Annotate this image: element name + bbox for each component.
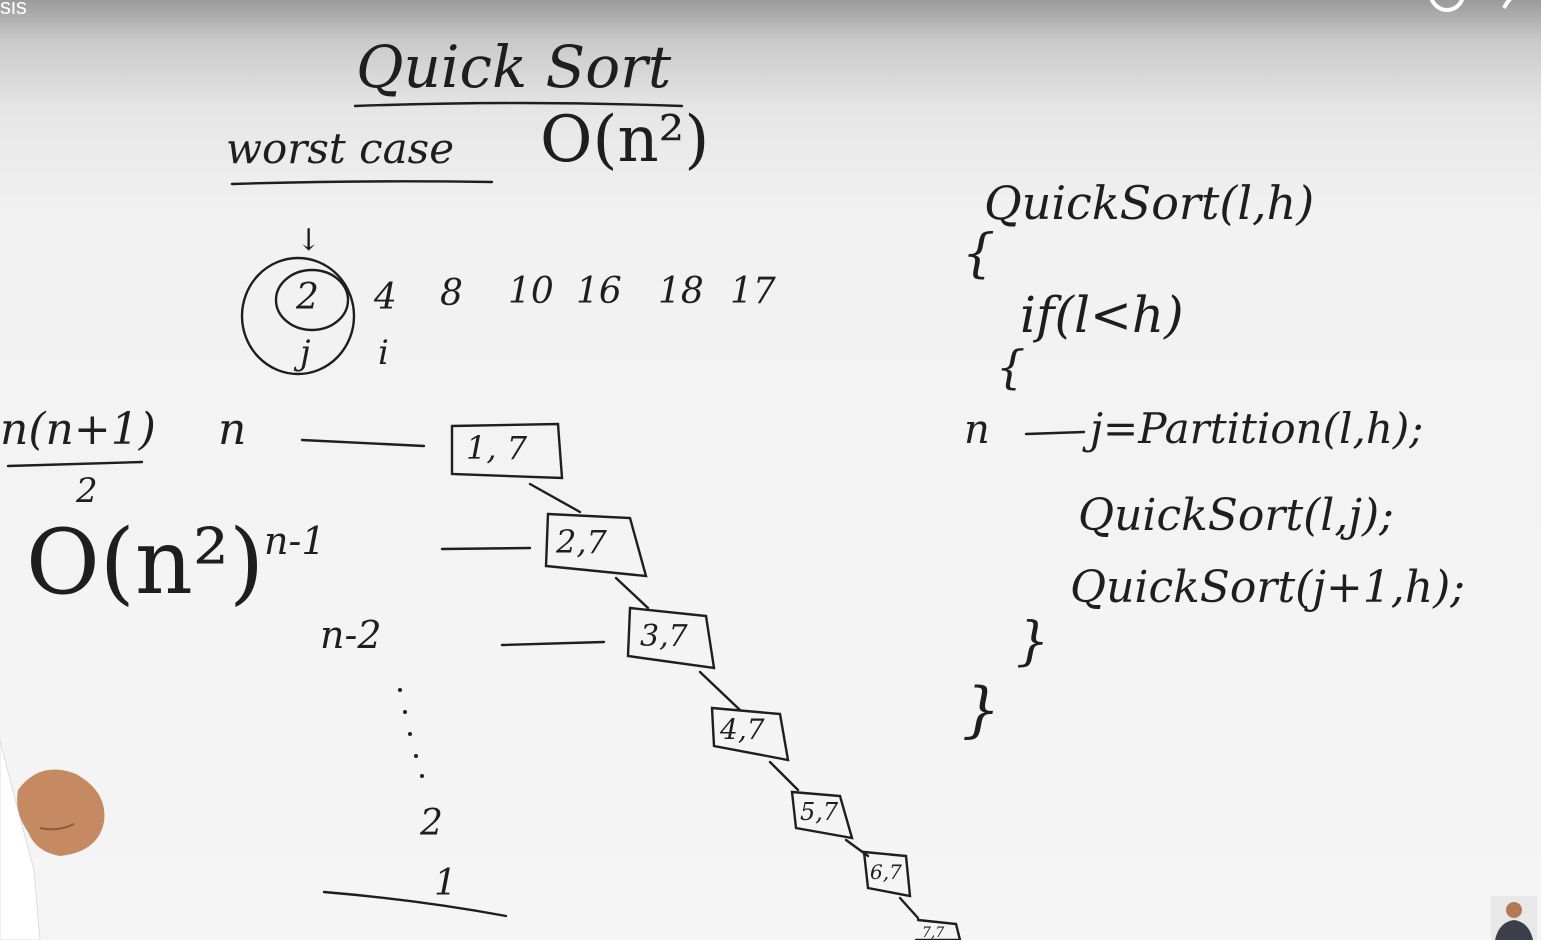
share-icon[interactable] — [1500, 0, 1534, 14]
level-label: n-1 — [264, 519, 326, 563]
box-5-frame — [790, 790, 854, 840]
pivot-arrow: ↓ — [296, 223, 322, 258]
code-outer-close: } — [962, 675, 1001, 745]
level-label: 2 — [420, 803, 443, 844]
code-partition: j=Partition(l,h); — [1090, 404, 1424, 453]
board-title: Quick Sort — [356, 33, 672, 101]
array-value: 4 — [374, 277, 397, 318]
box-1-frame — [450, 422, 564, 480]
recursion-box-label: 4,7 — [720, 713, 765, 746]
box-7-frame — [914, 918, 962, 940]
subtitle-underline — [230, 180, 494, 186]
level-line-n-2 — [500, 640, 606, 647]
pivot-outer-circle — [240, 256, 356, 376]
worst-case-label: worst case — [226, 124, 455, 173]
bottom-underline — [322, 890, 508, 918]
presenter-hand — [0, 740, 105, 940]
code-cost-label: n — [964, 407, 990, 453]
code-open-brace: { — [962, 224, 996, 284]
box-4-frame — [710, 706, 790, 762]
recursion-box-label: 1, 7 — [466, 429, 528, 467]
code-call-right: QuickSort(j+1,h); — [1070, 562, 1466, 613]
connector-4 — [768, 760, 800, 792]
code-cost-dash — [1024, 430, 1086, 436]
level-line-n-1 — [440, 546, 532, 551]
code-inner-open: { — [996, 340, 1026, 394]
recursion-box-label: 7,7 — [922, 925, 945, 941]
box-3-frame — [626, 606, 716, 670]
array-value: 10 — [508, 271, 554, 312]
video-corner-text: sis — [0, 0, 27, 19]
presenter-avatar — [1491, 896, 1537, 940]
fraction-bar — [6, 460, 144, 468]
level-line-n — [300, 438, 426, 448]
connector-5 — [844, 838, 870, 858]
recursion-box-label: 6,7 — [870, 860, 902, 884]
connector-1 — [528, 482, 582, 514]
i-marker: i — [378, 333, 389, 373]
j-marker: j — [300, 333, 311, 373]
level-label: 1 — [434, 863, 457, 904]
watch-later-icon[interactable] — [1430, 0, 1464, 14]
pivot-value: 2 — [296, 277, 319, 318]
connector-6 — [898, 896, 920, 920]
code-signature: QuickSort(l,h) — [984, 176, 1315, 230]
connector-3 — [698, 670, 742, 712]
code-inner-close: } — [1016, 612, 1050, 672]
box-2-frame — [544, 512, 648, 578]
sum-denominator: 2 — [76, 471, 98, 511]
left-complexity: O(n²) — [26, 510, 265, 615]
recursion-box-label: 2,7 — [556, 523, 607, 561]
connector-2 — [614, 576, 650, 610]
code-if: if(l<h) — [1020, 286, 1184, 344]
array-value: 17 — [730, 271, 776, 312]
level-label: n-2 — [320, 613, 382, 657]
code-call-left: QuickSort(l,j); — [1078, 490, 1394, 541]
sum-numerator: n(n+1) — [0, 404, 156, 455]
recursion-box-label: 3,7 — [640, 619, 688, 654]
level-label: n — [218, 404, 247, 455]
level-ellipsis-dots — [398, 688, 424, 778]
box-6-frame — [862, 850, 912, 898]
array-value: 16 — [576, 271, 622, 312]
worst-case-complexity: O(n²) — [540, 103, 710, 177]
array-value: 18 — [658, 271, 704, 312]
title-underline — [353, 101, 684, 108]
recursion-box-label: 5,7 — [800, 798, 839, 826]
array-value: 8 — [440, 273, 463, 314]
pivot-inner-circle — [274, 268, 350, 332]
